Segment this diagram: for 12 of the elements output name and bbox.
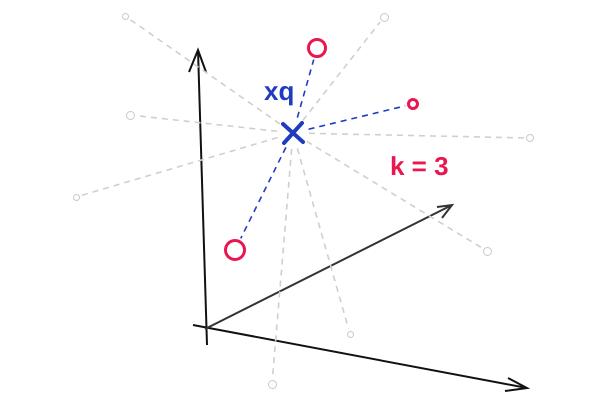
connector-line: [296, 59, 314, 118]
connector-line: [306, 140, 482, 248]
connector-line: [296, 148, 350, 329]
point-label: xq: [264, 78, 294, 104]
query-point-cross: [281, 121, 305, 145]
k-value-label: k = 3: [390, 153, 449, 179]
connector-line: [240, 146, 287, 239]
connector-line: [308, 105, 406, 130]
connector-line: [308, 132, 524, 139]
connector-line: [81, 136, 278, 196]
connector-line: [129, 18, 280, 125]
connector-line: [302, 22, 381, 121]
